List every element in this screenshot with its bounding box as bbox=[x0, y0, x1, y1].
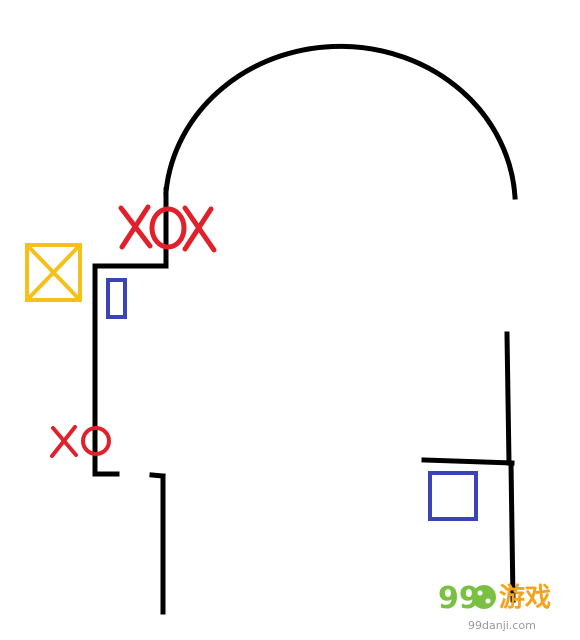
watermark-url: 99danji.com bbox=[468, 619, 536, 632]
right-lower-wall bbox=[508, 460, 516, 603]
right-ledge-wall bbox=[421, 457, 515, 466]
blue-square-marker-icon bbox=[428, 471, 478, 521]
watermark-name: 游戏 bbox=[499, 583, 551, 613]
watermark: 99 游戏 99danji.com bbox=[438, 581, 551, 632]
blue-rectangle-marker-icon bbox=[106, 278, 127, 319]
red-x-marker-icon bbox=[50, 425, 78, 458]
walls bbox=[92, 43, 518, 615]
watermark-digits: 99 bbox=[438, 581, 480, 616]
dome-arc-wall bbox=[163, 43, 518, 200]
red-markers-top bbox=[118, 204, 217, 253]
yellow-crossed-box-icon bbox=[25, 243, 82, 302]
red-x-marker-icon bbox=[182, 205, 217, 253]
red-markers-left bbox=[50, 425, 111, 458]
red-x-marker-icon bbox=[118, 204, 153, 250]
red-o-marker-icon bbox=[81, 426, 111, 456]
right-upper-wall bbox=[504, 331, 512, 466]
watermark-gamepad-icon bbox=[472, 585, 496, 609]
red-o-marker-icon bbox=[149, 206, 187, 250]
